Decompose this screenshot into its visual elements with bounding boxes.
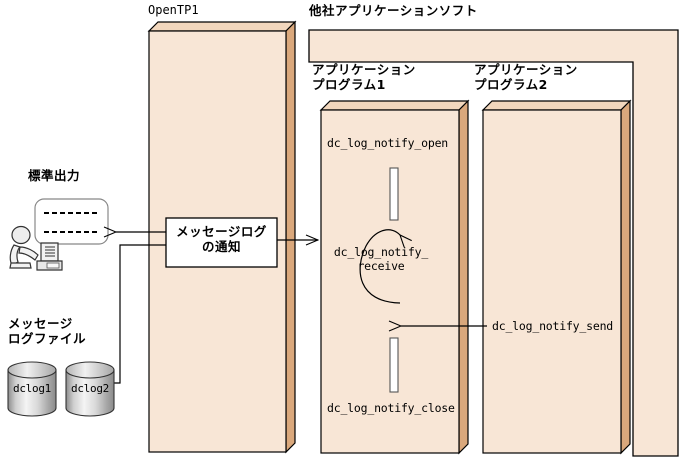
label-standard-output: 標準出力	[28, 168, 81, 183]
label-opentp1: OpenTP1	[148, 3, 199, 17]
stdout-bubble	[34, 198, 109, 245]
flow-bar-lower	[389, 337, 399, 393]
label-cylinder-dclog2: dclog2	[71, 382, 109, 395]
label-notify-box-text: メッセージログ の通知	[176, 224, 267, 255]
label-app-program-1: アプリケーション プログラム1	[312, 62, 416, 93]
label-app-program-2: アプリケーション プログラム2	[474, 62, 578, 93]
cylinder-dclog2	[65, 361, 115, 417]
thirdparty-container	[308, 29, 679, 457]
label-cylinder-dclog1: dclog1	[13, 382, 51, 395]
loop-arrow	[359, 229, 400, 304]
label-thirdparty-software: 他社アプリケーションソフト	[309, 3, 478, 18]
app-program-2-box	[481, 99, 632, 455]
label-dc-log-notify-receive: dc_log_notify_ receive	[333, 245, 429, 274]
flow-bar-upper	[389, 167, 399, 221]
label-dc-log-notify-close: dc_log_notify_close	[327, 401, 455, 415]
label-dc-log-notify-open: dc_log_notify_open	[327, 136, 449, 150]
user-workstation-icon	[9, 225, 63, 271]
app-program-1-box	[319, 99, 470, 455]
label-message-log-file: メッセージ ログファイル	[8, 316, 87, 347]
message-log-notification-box	[165, 217, 278, 268]
label-dc-log-notify-send: dc_log_notify_send	[492, 319, 614, 333]
cylinder-dclog1	[7, 361, 57, 417]
